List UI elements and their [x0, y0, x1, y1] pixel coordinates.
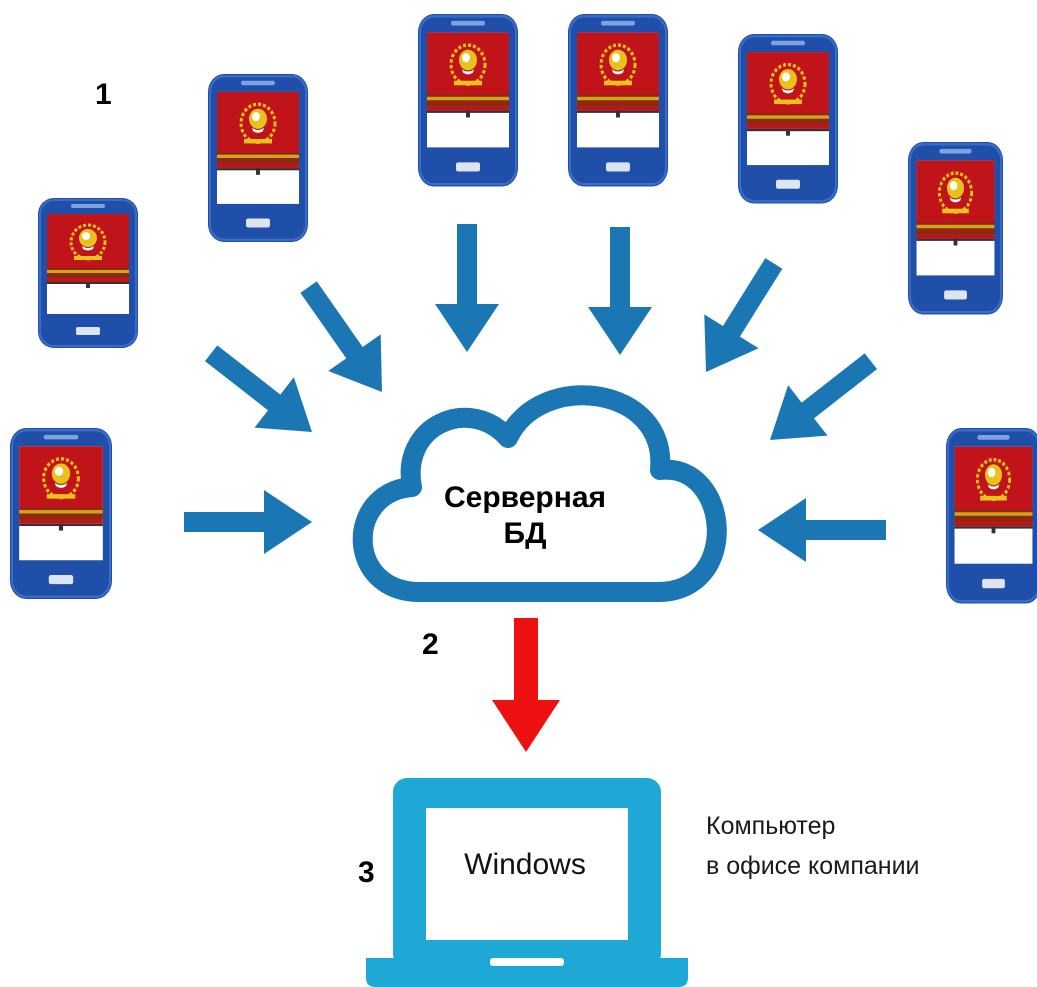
laptop-icon — [366, 778, 688, 987]
smartphone-icon — [944, 426, 1037, 606]
smartphone-icon — [36, 196, 140, 350]
cloud-label-line1: Серверная — [443, 481, 607, 514]
computer-caption-line1: Компьютер — [706, 812, 836, 840]
step-number-phones: 1 — [95, 78, 112, 111]
cloud-icon — [352, 385, 727, 602]
inflow-arrow — [678, 246, 801, 389]
step-number-computer: 3 — [358, 856, 375, 889]
outflow-arrow — [492, 618, 560, 752]
inflow-arrow — [435, 224, 499, 352]
laptop-screen-text: Windows — [464, 848, 586, 881]
inflow-arrow — [282, 268, 409, 411]
inflow-arrow — [750, 335, 891, 466]
inflow-arrow — [588, 227, 652, 355]
smartphone-icon — [736, 32, 840, 206]
smartphone-icon — [566, 12, 670, 189]
inflow-arrow — [191, 327, 332, 458]
smartphone-icon — [206, 72, 310, 244]
smartphone-icon — [416, 12, 520, 189]
smartphone-icon — [906, 140, 1005, 317]
inflow-arrow — [758, 498, 886, 562]
smartphone-icon — [8, 426, 114, 601]
computer-caption: Компьютер в офисе компании — [706, 806, 920, 886]
computer-caption-line2: в офисе компании — [706, 852, 920, 880]
step-number-server: 2 — [422, 628, 439, 661]
cloud-label: Серверная БД — [405, 480, 645, 552]
cloud-label-line2: БД — [503, 517, 547, 550]
inflow-arrow — [184, 490, 312, 554]
